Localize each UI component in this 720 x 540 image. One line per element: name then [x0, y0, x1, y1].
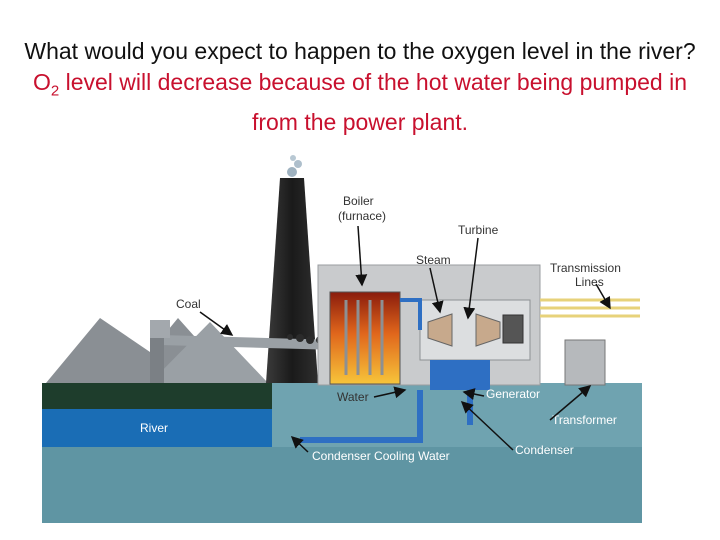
- answer-text: O2 level will decrease because of the ho…: [33, 69, 687, 135]
- conveyor-tower: [150, 338, 164, 383]
- smoke-puff: [294, 160, 302, 168]
- lower-ground: [42, 447, 642, 523]
- condenser-unit: [430, 360, 490, 390]
- turbine: [427, 313, 453, 347]
- generator: [502, 314, 524, 344]
- cooling-water-pipe: [300, 390, 423, 443]
- steam-pipe: [400, 298, 422, 330]
- label-water: Water: [337, 390, 369, 404]
- boiler-tubes: [344, 300, 384, 375]
- label-arrows: [199, 225, 611, 453]
- turbine-right: [475, 313, 501, 347]
- label-condenser: Condenser: [515, 443, 574, 457]
- smoke-puff: [290, 155, 296, 161]
- transformer: [564, 339, 606, 386]
- answer-rest: level will decrease because of the hot w…: [59, 69, 687, 135]
- label-boiler-furnace: (furnace): [338, 209, 386, 223]
- question-prompt: What would you expect to happen to the o…: [24, 38, 696, 64]
- label-turbine: Turbine: [458, 223, 499, 237]
- answer-o: O: [32, 69, 51, 95]
- land-strip: [42, 383, 272, 409]
- coal-hopper: [150, 320, 170, 338]
- river-band: [42, 409, 272, 447]
- label-steam: Steam: [416, 253, 451, 267]
- smoke-stack: [266, 178, 318, 383]
- label-river: River: [140, 421, 168, 435]
- label-boiler: Boiler: [343, 194, 374, 208]
- coal-pile-2: [150, 322, 268, 383]
- label-lines: Lines: [575, 275, 604, 289]
- transmission-lines: [540, 298, 640, 318]
- boiler-furnace: [329, 291, 401, 385]
- smoke-puff: [287, 167, 297, 177]
- coal-conveyor: [160, 335, 338, 350]
- label-transmission: Transmission: [550, 261, 621, 275]
- label-condenser-cooling-water: Condenser Cooling Water: [312, 449, 450, 463]
- label-transformer: Transformer: [552, 413, 617, 427]
- label-coal: Coal: [176, 297, 201, 311]
- question-text: What would you expect to happen to the o…: [10, 36, 710, 138]
- answer-subscript: 2: [50, 82, 60, 100]
- label-generator: Generator: [486, 387, 540, 401]
